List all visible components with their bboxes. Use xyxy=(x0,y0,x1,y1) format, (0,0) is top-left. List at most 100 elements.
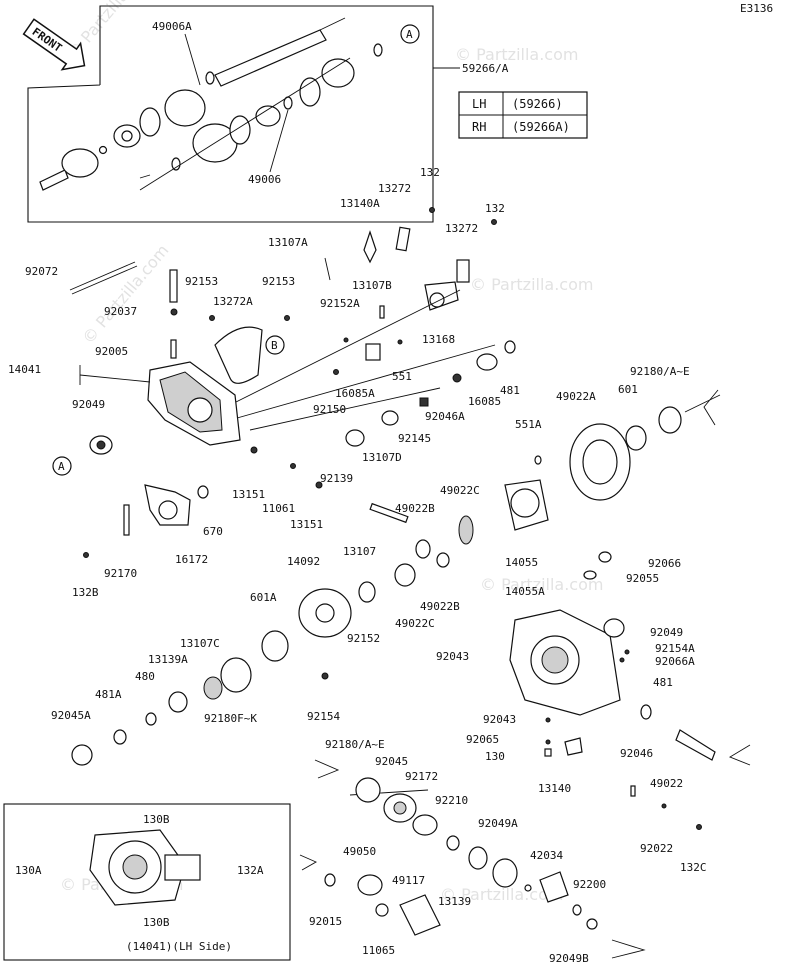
watermark: © Partzilla.com xyxy=(480,575,603,594)
part-label-13107a: 13107A xyxy=(268,236,308,249)
part-label-92015: 92015 xyxy=(309,915,342,928)
watermark: © Partzilla.com xyxy=(470,275,593,294)
watermark: © Partzilla.com xyxy=(455,45,578,64)
part-label-49022a: 49022A xyxy=(556,390,596,403)
part-label-14055: 14055 xyxy=(505,556,538,569)
part-label-92066: 92066 xyxy=(648,557,681,570)
front-arrow: FRONT xyxy=(22,18,86,71)
part-label-42034: 42034 xyxy=(530,849,563,862)
part-label-130a: 130A xyxy=(15,864,42,877)
part-label-92153: 92153 xyxy=(262,275,295,288)
differential-parts xyxy=(71,455,549,766)
part-label-13107c: 13107C xyxy=(180,637,220,650)
diff-housing xyxy=(509,551,716,830)
part-label-14055a: 14055A xyxy=(505,585,545,598)
table-part: (59266) xyxy=(512,97,563,111)
part-label-49006a: 49006A xyxy=(152,20,192,33)
shift-linkage xyxy=(69,207,516,447)
part-label-13272: 13272 xyxy=(445,222,478,235)
part-label-130b: 130B xyxy=(143,916,170,929)
callout-b: B xyxy=(265,335,285,355)
part-label-92210: 92210 xyxy=(435,794,468,807)
part-label-49117: 49117 xyxy=(392,874,425,887)
part-label-11065: 11065 xyxy=(362,944,395,957)
part-label-92005: 92005 xyxy=(95,345,128,358)
part-label-670: 670 xyxy=(203,525,223,538)
part-label-13107: 13107 xyxy=(343,545,376,558)
part-label-92150: 92150 xyxy=(313,403,346,416)
part-label-13151: 13151 xyxy=(232,488,265,501)
part-label-13107b: 13107B xyxy=(352,279,392,292)
part-label-92153: 92153 xyxy=(185,275,218,288)
part-label-132c: 132C xyxy=(680,861,707,874)
part-label-92055: 92055 xyxy=(626,572,659,585)
part-label-49022c: 49022C xyxy=(440,484,480,497)
part-label-130b: 130B xyxy=(143,813,170,826)
part-label-92154: 92154 xyxy=(307,710,340,723)
table-side: RH xyxy=(472,120,486,134)
watermark: © Partzilla.com xyxy=(440,885,563,904)
shift-lever xyxy=(83,446,323,558)
part-label-132: 132 xyxy=(485,202,505,215)
ring-gear xyxy=(569,394,721,501)
part-label-481a: 481A xyxy=(95,688,122,701)
part-label-481: 481 xyxy=(500,384,520,397)
part-label-481: 481 xyxy=(653,676,673,689)
part-label-92045a: 92045A xyxy=(51,709,91,722)
part-label-551: 551 xyxy=(392,370,412,383)
part-label-92046a: 92046A xyxy=(425,410,465,423)
part-label-480: 480 xyxy=(135,670,155,683)
part-label-92200: 92200 xyxy=(573,878,606,891)
part-label-92037: 92037 xyxy=(104,305,137,318)
callout-a: A xyxy=(400,24,420,44)
svg-text:A: A xyxy=(58,460,65,473)
part-label-92049: 92049 xyxy=(650,626,683,639)
part-label-130: 130 xyxy=(485,750,505,763)
inset-caption: (14041)(LH Side) xyxy=(126,940,232,953)
part-label-92152: 92152 xyxy=(347,632,380,645)
part-label-92049a: 92049A xyxy=(478,817,518,830)
watermark: © Partzilla.com xyxy=(79,241,173,348)
part-label-92049: 92049 xyxy=(72,398,105,411)
part-label-92043: 92043 xyxy=(483,713,516,726)
part-label-14041: 14041 xyxy=(8,363,41,376)
part-label-92172: 92172 xyxy=(405,770,438,783)
part-label-92154a: 92154A xyxy=(655,642,695,655)
part-label-92043: 92043 xyxy=(436,650,469,663)
part-label-92049b: 92049B xyxy=(549,952,589,964)
part-label-16085a: 16085A xyxy=(335,387,375,400)
part-label-92145: 92145 xyxy=(398,432,431,445)
part-label-92139: 92139 xyxy=(320,472,353,485)
part-label-49050: 49050 xyxy=(343,845,376,858)
part-label-92065: 92065 xyxy=(466,733,499,746)
lh-rh-table: LH (59266) RH (59266A) xyxy=(458,91,588,139)
part-label-16172: 16172 xyxy=(175,553,208,566)
part-label-92180-a-e: 92180/A~E xyxy=(325,738,385,751)
part-label-92180f-k: 92180F~K xyxy=(204,712,257,725)
part-label-13168: 13168 xyxy=(422,333,455,346)
part-label-92045: 92045 xyxy=(375,755,408,768)
table-side: LH xyxy=(472,97,486,111)
diagram-code: E3136 xyxy=(740,2,773,15)
part-label-92022: 92022 xyxy=(640,842,673,855)
part-label-92046: 92046 xyxy=(620,747,653,760)
part-label-13140a: 13140A xyxy=(340,197,380,210)
part-label-92152a: 92152A xyxy=(320,297,360,310)
part-label-13140: 13140 xyxy=(538,782,571,795)
drive-shaft-assembly-box: 49006A 49006 xyxy=(27,5,460,223)
gear-case-housing xyxy=(79,361,241,455)
part-label-13272a: 13272A xyxy=(213,295,253,308)
part-label-92066a: 92066A xyxy=(655,655,695,668)
part-label-551a: 551A xyxy=(515,418,542,431)
svg-text:A: A xyxy=(406,28,413,41)
part-label-132b: 132B xyxy=(72,586,99,599)
part-label-601a: 601A xyxy=(250,591,277,604)
part-label-92180-a-e: 92180/A~E xyxy=(630,365,690,378)
part-label-16085: 16085 xyxy=(468,395,501,408)
pinion-parts xyxy=(324,777,598,936)
part-label-601: 601 xyxy=(618,383,638,396)
part-label-49022c: 49022C xyxy=(395,617,435,630)
